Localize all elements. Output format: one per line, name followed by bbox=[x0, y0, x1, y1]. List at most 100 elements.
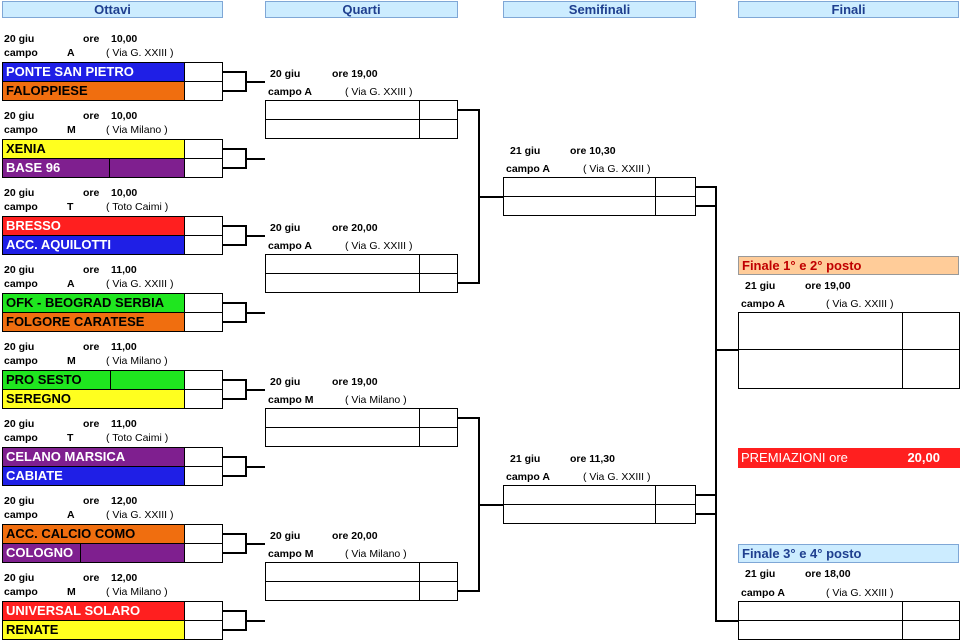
team-name: RENATE bbox=[2, 620, 185, 640]
match-campo-letter: T bbox=[67, 201, 74, 213]
match-campo-letter: A bbox=[67, 278, 75, 290]
connector-line bbox=[458, 417, 480, 419]
match-venue: ( Via G. XXIII ) bbox=[106, 47, 174, 59]
semi-date: 21 giu bbox=[510, 453, 541, 465]
quarti-score-box bbox=[419, 254, 458, 274]
match-campo-label: campo bbox=[4, 47, 38, 59]
score-box bbox=[184, 601, 223, 621]
premiazioni-label: PREMIAZIONI ore bbox=[741, 450, 848, 465]
connector-line bbox=[696, 186, 717, 188]
team-name: ACC. AQUILOTTI bbox=[2, 235, 185, 255]
semi-score-box bbox=[655, 177, 696, 197]
match-time: 11,00 bbox=[111, 264, 137, 276]
score-box bbox=[184, 312, 223, 332]
match-date: 20 giu bbox=[4, 264, 35, 276]
quarti-venue: ( Via G. XXIII ) bbox=[345, 240, 413, 252]
score-box bbox=[184, 447, 223, 467]
match-ore-label: ore bbox=[83, 33, 100, 45]
match-venue: ( Via G. XXIII ) bbox=[106, 278, 174, 290]
match-date: 20 giu bbox=[4, 418, 35, 430]
score-box bbox=[184, 235, 223, 255]
finale-3-4-score2 bbox=[902, 620, 960, 640]
score-box bbox=[184, 466, 223, 486]
finale-1-2-score2 bbox=[902, 349, 960, 389]
connector-line bbox=[223, 456, 247, 458]
team-name: XENIA bbox=[2, 139, 185, 159]
header-semifinali: Semifinali bbox=[503, 1, 696, 18]
quarti-date: 20 giu bbox=[270, 68, 301, 80]
match-campo-label: campo bbox=[4, 432, 38, 444]
score-box bbox=[184, 62, 223, 82]
connector-line bbox=[223, 71, 247, 73]
connector-line bbox=[245, 466, 265, 468]
match-campo-label: campo bbox=[4, 509, 38, 521]
quarti-score-box bbox=[419, 562, 458, 582]
match-ore-label: ore bbox=[83, 495, 100, 507]
match-date: 20 giu bbox=[4, 341, 35, 353]
connector-line bbox=[245, 389, 265, 391]
team-name: FOLGORE CARATESE bbox=[2, 312, 185, 332]
connector-line bbox=[458, 590, 480, 592]
connector-line bbox=[715, 186, 717, 622]
match-campo-letter: M bbox=[67, 124, 76, 136]
connector-line bbox=[223, 90, 247, 92]
team-name: PONTE SAN PIETRO bbox=[2, 62, 185, 82]
semi-venue: ( Via G. XXIII ) bbox=[583, 163, 651, 175]
score-box bbox=[184, 293, 223, 313]
connector-line bbox=[696, 205, 717, 207]
premiazioni-time: 20,00 bbox=[907, 450, 940, 465]
semi-date: 21 giu bbox=[510, 145, 541, 157]
match-date: 20 giu bbox=[4, 187, 35, 199]
connector-line bbox=[458, 282, 480, 284]
team-name: BRESSO bbox=[2, 216, 185, 236]
score-box bbox=[184, 139, 223, 159]
connector-line bbox=[223, 379, 247, 381]
match-campo-letter: A bbox=[67, 47, 75, 59]
connector-line bbox=[245, 620, 265, 622]
match-time: 10,00 bbox=[111, 187, 138, 199]
quarti-score-box bbox=[419, 273, 458, 293]
quarti-venue: ( Via Milano ) bbox=[345, 548, 407, 560]
finale-3-4-venue: ( Via G. XXIII ) bbox=[826, 587, 894, 599]
header-ottavi: Ottavi bbox=[2, 1, 223, 18]
finale-3-4-title: Finale 3° e 4° posto bbox=[738, 544, 959, 563]
match-venue: ( Via G. XXIII ) bbox=[106, 509, 174, 521]
match-ore-label: ore bbox=[83, 110, 100, 122]
connector-line bbox=[478, 196, 503, 198]
semi-time: ore 11,30 bbox=[570, 453, 615, 465]
match-date: 20 giu bbox=[4, 572, 35, 584]
quarti-score-box bbox=[419, 100, 458, 120]
quarti-score-box bbox=[419, 119, 458, 139]
match-venue: ( Via Milano ) bbox=[106, 586, 168, 598]
quarti-campo: campo M bbox=[268, 548, 314, 560]
match-campo-label: campo bbox=[4, 278, 38, 290]
match-time: 12,00 bbox=[111, 572, 138, 584]
connector-line bbox=[245, 158, 265, 160]
quarti-date: 20 giu bbox=[270, 530, 301, 542]
finale-3-4-time: ore 18,00 bbox=[805, 568, 851, 580]
match-campo-label: campo bbox=[4, 124, 38, 136]
match-venue: ( Via Milano ) bbox=[106, 124, 168, 136]
semi-time: ore 10,30 bbox=[570, 145, 616, 157]
finale-3-4-score1 bbox=[902, 601, 960, 621]
finale-1-2-title: Finale 1° e 2° posto bbox=[738, 256, 959, 275]
connector-line bbox=[478, 504, 503, 506]
match-ore-label: ore bbox=[83, 264, 100, 276]
quarti-score-box bbox=[419, 581, 458, 601]
score-box bbox=[184, 543, 223, 563]
quarti-date: 20 giu bbox=[270, 376, 301, 388]
connector-line bbox=[245, 312, 265, 314]
match-ore-label: ore bbox=[83, 187, 100, 199]
finale-1-2-time: ore 19,00 bbox=[805, 280, 851, 292]
quarti-score-box bbox=[419, 408, 458, 428]
team-name: CELANO MARSICA bbox=[2, 447, 185, 467]
semi-campo: campo A bbox=[506, 471, 550, 483]
team-name: PRO SESTO bbox=[2, 370, 185, 390]
quarti-campo: campo A bbox=[268, 240, 312, 252]
header-quarti: Quarti bbox=[265, 1, 458, 18]
quarti-score-box bbox=[419, 427, 458, 447]
match-date: 20 giu bbox=[4, 110, 35, 122]
finale-3-4-campo: campo A bbox=[741, 587, 785, 599]
quarti-time: ore 20,00 bbox=[332, 530, 378, 542]
finale-1-2-venue: ( Via G. XXIII ) bbox=[826, 298, 894, 310]
